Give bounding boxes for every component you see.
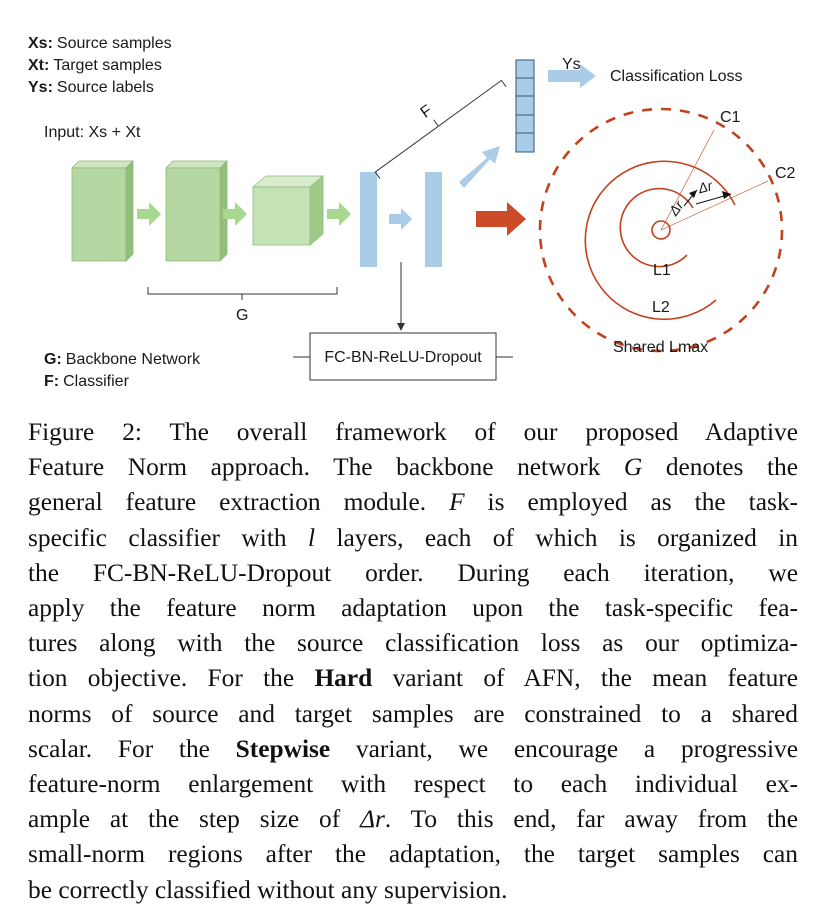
blue-arrow-small xyxy=(389,208,412,230)
svg-text:Xt:Target samples: Xt:Target samples xyxy=(28,57,162,74)
classification-loss-label: Classification Loss xyxy=(610,68,743,85)
caption-text: F xyxy=(449,488,465,517)
c1-label: C1 xyxy=(720,109,741,126)
caption-text: feature-norm enlargement with respect to… xyxy=(28,770,798,799)
caption-line: the FC-BN-ReLU-Dropout order. During eac… xyxy=(28,556,798,591)
caption-text: tion objective. For the xyxy=(28,664,315,693)
caption-line: norms of source and target samples are c… xyxy=(28,697,798,732)
framework-figure: Xs:Source samples Xt:Target samples Ys:S… xyxy=(28,35,796,390)
legend-key-f: F: xyxy=(44,373,59,390)
svg-text:Xs:Source samples: Xs:Source samples xyxy=(28,35,172,52)
legend-key-ys: Ys: xyxy=(28,79,53,96)
caption-line: tion objective. For the Hard variant of … xyxy=(28,661,798,696)
l1-label: L1 xyxy=(653,262,671,279)
caption-text: general feature extraction module. xyxy=(28,488,450,517)
delta-r-arrows xyxy=(683,189,732,207)
caption-text: layers, each of which is organized in xyxy=(315,523,798,552)
caption-text: Δr xyxy=(360,805,385,834)
caption-text: Hard xyxy=(314,664,373,693)
caption-text: l xyxy=(308,523,316,552)
f-brace-label: F xyxy=(418,102,436,122)
inner-circle xyxy=(651,220,671,240)
legend-key-g: G: xyxy=(44,351,62,368)
legend-text-ys: Source labels xyxy=(57,79,154,96)
caption-line: tures along with the source classificati… xyxy=(28,626,798,661)
caption-line: be correctly classified without any supe… xyxy=(28,873,798,908)
backbone-cube xyxy=(251,175,325,246)
delta-r-label-outer: Δr xyxy=(695,177,715,197)
caption-text: Figure 2: The overall framework of our p… xyxy=(28,418,798,446)
caption-line: Figure 2: The overall framework of our p… xyxy=(28,415,798,450)
green-arrow-1 xyxy=(137,202,161,226)
g-brace xyxy=(147,287,338,300)
classifier-layer-1 xyxy=(360,172,377,267)
backbone-layer-2 xyxy=(165,160,228,262)
legend-text-xt: Target samples xyxy=(53,57,162,74)
caption-text: Feature Norm approach. The backbone netw… xyxy=(28,453,624,482)
caption-text: is employed as the task- xyxy=(464,488,798,517)
classifier-layer-2 xyxy=(425,172,442,267)
caption-line: small-norm regions after the adaptation,… xyxy=(28,837,798,872)
outer-dashed-circle xyxy=(538,107,784,353)
caption-text: specific classifier with xyxy=(28,523,308,552)
caption-text: . To this end, far away from the xyxy=(384,805,798,834)
green-arrow-3 xyxy=(327,202,351,226)
svg-text:Ys:Source labels: Ys:Source labels xyxy=(28,79,154,96)
caption-text: small-norm regions after the adaptation,… xyxy=(28,840,798,869)
blue-arrow-diagonal xyxy=(459,146,500,188)
caption-text: tures along with the source classificati… xyxy=(28,629,798,658)
caption-text: denotes the xyxy=(642,453,798,482)
fc-box xyxy=(309,332,497,381)
legend-bottom: G:Backbone Network F:Classifier xyxy=(44,351,201,390)
radial-ray-c2 xyxy=(660,180,769,231)
caption-text: apply the feature norm adaptation upon t… xyxy=(28,594,798,623)
shared-lmax-label: Shared Lmax xyxy=(613,339,708,356)
svg-text:F:Classifier: F:Classifier xyxy=(44,373,130,390)
fc-box-label: FC-BN-ReLU-Dropout xyxy=(324,349,482,366)
caption-line: scalar. For the Stepwise variant, we enc… xyxy=(28,732,798,767)
caption-text: G xyxy=(623,453,643,482)
g-brace-label: G xyxy=(236,307,248,324)
caption-line: specific classifier with l layers, each … xyxy=(28,521,798,556)
caption-text: scalar. For the xyxy=(28,734,236,763)
connector-arrowhead xyxy=(397,323,405,331)
l2-label: L2 xyxy=(652,299,670,316)
legend-top: Xs:Source samples Xt:Target samples Ys:S… xyxy=(28,35,172,96)
caption-text: the FC-BN-ReLU-Dropout order. During eac… xyxy=(28,558,798,587)
c2-label: C2 xyxy=(775,165,796,182)
caption-text: Stepwise xyxy=(235,734,331,763)
legend-text-f: Classifier xyxy=(63,373,129,390)
input-label: Input: Xs + Xt xyxy=(44,124,141,141)
caption-text: variant of AFN, the mean feature xyxy=(372,664,798,693)
caption-line: Feature Norm approach. The backbone netw… xyxy=(28,450,798,485)
caption-text: norms of source and target samples are c… xyxy=(28,699,798,728)
orange-arrow xyxy=(476,202,526,236)
svg-text:G:Backbone Network: G:Backbone Network xyxy=(44,351,201,368)
legend-text-g: Backbone Network xyxy=(66,351,201,368)
caption-text: be correctly classified without any supe… xyxy=(28,875,508,904)
caption-text: ample at the step size of xyxy=(28,805,361,834)
legend-key-xs: Xs: xyxy=(28,35,53,52)
caption-line: ample at the step size of Δr. To this en… xyxy=(28,802,798,837)
output-vector xyxy=(515,59,535,153)
ys-arrow xyxy=(548,64,596,88)
ys-label: Ys xyxy=(562,56,581,73)
legend-text-xs: Source samples xyxy=(57,35,172,52)
figure-caption: Figure 2: The overall framework of our p… xyxy=(28,415,798,908)
caption-line: apply the feature norm adaptation upon t… xyxy=(28,591,798,626)
legend-key-xt: Xt: xyxy=(28,57,49,74)
green-arrow-2 xyxy=(223,202,247,226)
caption-line: general feature extraction module. F is … xyxy=(28,485,798,520)
backbone-layer-1 xyxy=(71,160,134,262)
circle-l1 xyxy=(619,187,694,268)
caption-line: feature-norm enlargement with respect to… xyxy=(28,767,798,802)
radial-ray-c1 xyxy=(660,129,715,231)
caption-text: variant, we encourage a progressive xyxy=(330,734,798,763)
feature-norm-circles xyxy=(538,107,784,353)
circle-l2 xyxy=(584,160,736,321)
